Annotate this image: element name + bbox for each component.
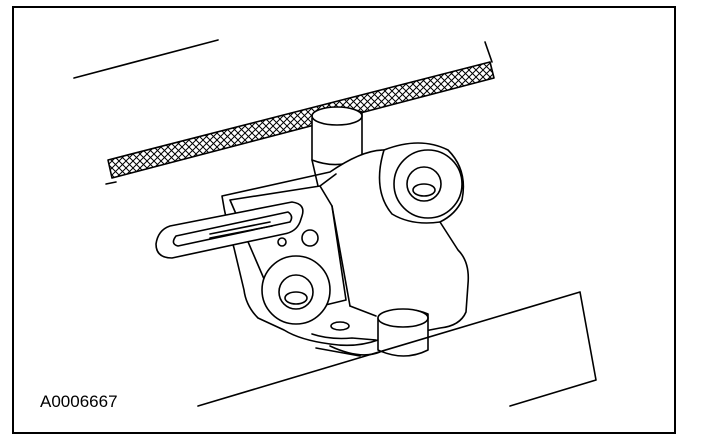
figure-id-label: A0006667 [40, 392, 118, 411]
body-center-line [311, 159, 319, 187]
locking-pin-rod [209, 221, 271, 235]
locking-pin-rod-2 [209, 225, 273, 239]
small-locating-hole [301, 229, 319, 247]
body-ridge-line [319, 173, 337, 187]
hatched-cover-plate [107, 61, 495, 179]
cover-plate-edge [484, 41, 493, 63]
upper-edge-line [73, 39, 219, 79]
top-plunger-cap [311, 106, 363, 126]
oil-port [330, 321, 350, 331]
upper-hole-inner [412, 183, 436, 197]
bottom-plunger-cap [377, 308, 429, 328]
lower-block-surface [197, 291, 597, 407]
small-pin-hole [277, 237, 287, 247]
cover-plate-lower-edge [105, 181, 117, 185]
lower-block-curve [329, 345, 381, 356]
lower-hole-inner [284, 291, 308, 305]
body-seam-line [349, 305, 377, 317]
body-side-curve [378, 149, 441, 224]
body-vertical-edge [331, 205, 351, 307]
bottom-flange [311, 333, 377, 341]
lower-block-ridge [315, 347, 361, 357]
locking-pin-slot-inner [172, 211, 293, 247]
